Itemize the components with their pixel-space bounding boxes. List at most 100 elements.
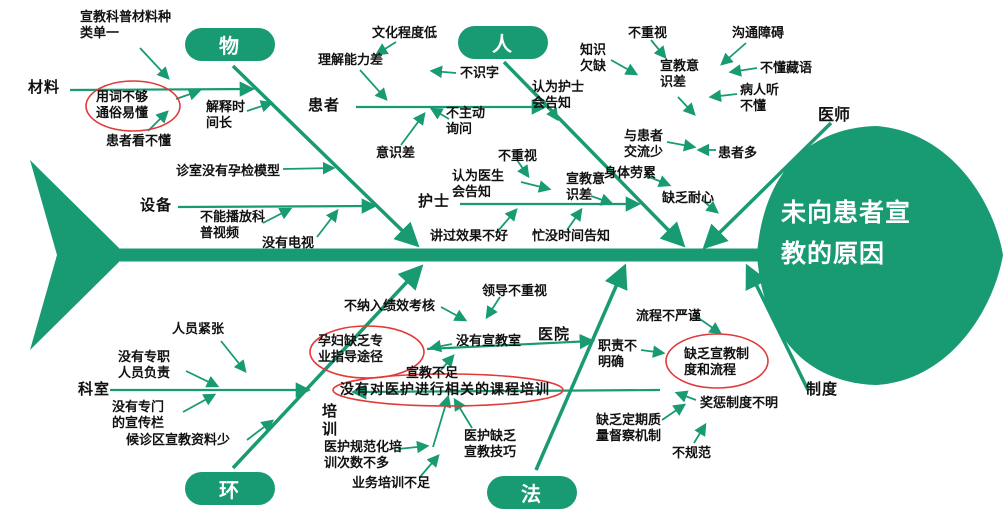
cause-arrow [429, 107, 450, 120]
cause-budong-zangyu: 不懂藏语 [760, 61, 813, 76]
cause-buzhudong: 不主动 询问 [446, 106, 486, 137]
cause-zhize: 职责不 明确 [598, 339, 638, 370]
cause-jiqiao: 医护缺乏 宣教技巧 [464, 429, 517, 460]
cause-xj-yishicha-hushi: 宣教意 识差 [566, 172, 606, 203]
cause-arrow [646, 175, 672, 188]
cause-renyuan: 人员紧张 [172, 322, 225, 337]
bone-label-keshi: 科室 [78, 380, 111, 398]
cause-yunjian-moxing: 诊室没有孕检模型 [176, 164, 281, 179]
cause-arrow [728, 64, 758, 77]
rib-wu [231, 64, 420, 248]
cause-kecheng: 没有对医护进行相关的课程培训 [340, 382, 550, 398]
cause-arrow [374, 41, 397, 56]
cause-bushizi: 不识字 [460, 66, 500, 81]
cause-arrow [720, 42, 747, 66]
category-fa: 法 [487, 476, 577, 509]
rib-fa [534, 263, 628, 471]
cause-shenti-laolei: 身体劳累 [604, 166, 657, 181]
category-wu: 物 [185, 28, 275, 61]
cause-arrow [147, 110, 169, 132]
cause-xuanjiao-buzu: 宣教不足 [406, 366, 459, 381]
cause-arrow [516, 159, 530, 179]
cause-xj-yishicha-yishi: 宣教意 识差 [660, 59, 700, 90]
cause-arrow [175, 88, 202, 101]
bone-label-yiyuan: 医院 [538, 325, 571, 343]
fish-body [30, 126, 1003, 385]
cause-yunfu: 孕妇缺乏专 业指导途径 [318, 334, 384, 365]
main-ribs [231, 60, 833, 471]
cause-lijie: 理解能力差 [318, 53, 384, 68]
cause-arrow [359, 69, 388, 101]
cause-buzhongshi-yishi: 不重视 [628, 26, 668, 41]
cause-arrow [428, 339, 453, 353]
cause-arrow [566, 207, 583, 231]
cause-arrow [185, 370, 220, 388]
bone-label-yishi: 医师 [818, 105, 851, 124]
highlight-kecheng [332, 373, 564, 407]
cause-kepu-cailiao: 宣教科普材料种 类单一 [80, 10, 172, 41]
cause-arrow [496, 208, 518, 233]
cause-quefa-zhidu: 缺乏宣教制 度和流程 [684, 347, 750, 378]
cause-jiangcheng: 奖惩制度不明 [700, 396, 779, 411]
bone-shebei [177, 198, 378, 214]
cause-lingdao: 领导不重视 [482, 284, 548, 299]
cause-liucheng: 流程不严谨 [636, 309, 702, 324]
cause-zhuanzhi: 没有专职 人员负责 [118, 350, 171, 381]
cause-arrow [546, 106, 559, 122]
cause-arrow [485, 296, 501, 320]
cause-bingren-tingbudong: 病人听 不懂 [740, 83, 780, 114]
cause-renwei-yisheng: 认为医生 会告知 [452, 169, 505, 200]
bone-yiyuan [426, 333, 596, 351]
cause-xuanchuanlan: 没有专门 的宣传栏 [112, 400, 165, 431]
cause-quefa-naixin: 缺乏耐心 [662, 191, 715, 206]
highlight-ellipses [85, 80, 769, 407]
cause-arrow [661, 403, 687, 421]
cause-arrow [246, 419, 275, 441]
cause-renwei-hushi: 认为护士 会告知 [532, 80, 585, 111]
cause-arrow [432, 394, 452, 448]
highlight-yongci [85, 80, 181, 132]
cause-arrow [262, 207, 293, 224]
cause-arrow [520, 180, 552, 193]
cause-bofang: 不能播放科 普视频 [200, 210, 266, 241]
fish-tail-shape [30, 160, 119, 350]
cause-goutong: 沟通障碍 [732, 26, 785, 41]
cause-arrow [677, 96, 696, 116]
cause-arrow [650, 39, 667, 59]
cause-guifanhua: 医护规范化培 训次数不多 [324, 440, 403, 471]
cause-arrow [693, 422, 707, 444]
cause-yongci: 用词不够 通俗易懂 [96, 90, 149, 121]
cause-jiangguo: 讲过效果不好 [430, 229, 509, 244]
cause-arrow [182, 393, 217, 413]
cause-arrow [674, 390, 697, 403]
bone-label-cailiao: 材料 [28, 78, 61, 96]
cause-arrow [708, 89, 738, 103]
cause-arrow [419, 454, 440, 478]
cause-ducha: 缺乏定期质 量督察机制 [596, 413, 662, 444]
cause-kanbudong: 患者看不懂 [106, 134, 172, 149]
cause-yewu: 业务培训不足 [352, 476, 431, 491]
rib-ren [502, 60, 686, 248]
cause-jiaoliu-shao: 与患者 交流少 [624, 129, 664, 160]
cause-huanzhe-duo: 患者多 [718, 146, 758, 161]
cause-arrows [139, 39, 758, 478]
rib-huan [231, 264, 424, 470]
cause-arrow [397, 440, 430, 454]
cause-wenhua: 文化程度低 [372, 26, 438, 41]
cause-xuanjiaoshi: 没有宣教室 [456, 334, 522, 349]
cause-arrow [220, 340, 247, 373]
cause-arrow [316, 209, 339, 238]
bone-label-peixun: 培 训 [322, 402, 339, 439]
cause-jixiao: 不纳入绩效考核 [344, 299, 436, 314]
category-huan: 环 [185, 472, 275, 505]
bone-label-shebei: 设备 [140, 196, 173, 214]
cause-jieshi: 解释时 间长 [206, 100, 246, 131]
cause-arrow [400, 111, 426, 146]
bone-label-huanzhe: 患者 [308, 96, 341, 114]
cause-yishicha: 意识差 [376, 146, 416, 161]
cause-arrow [139, 47, 170, 80]
cause-arrow [453, 397, 473, 429]
cause-arrow [246, 100, 274, 113]
